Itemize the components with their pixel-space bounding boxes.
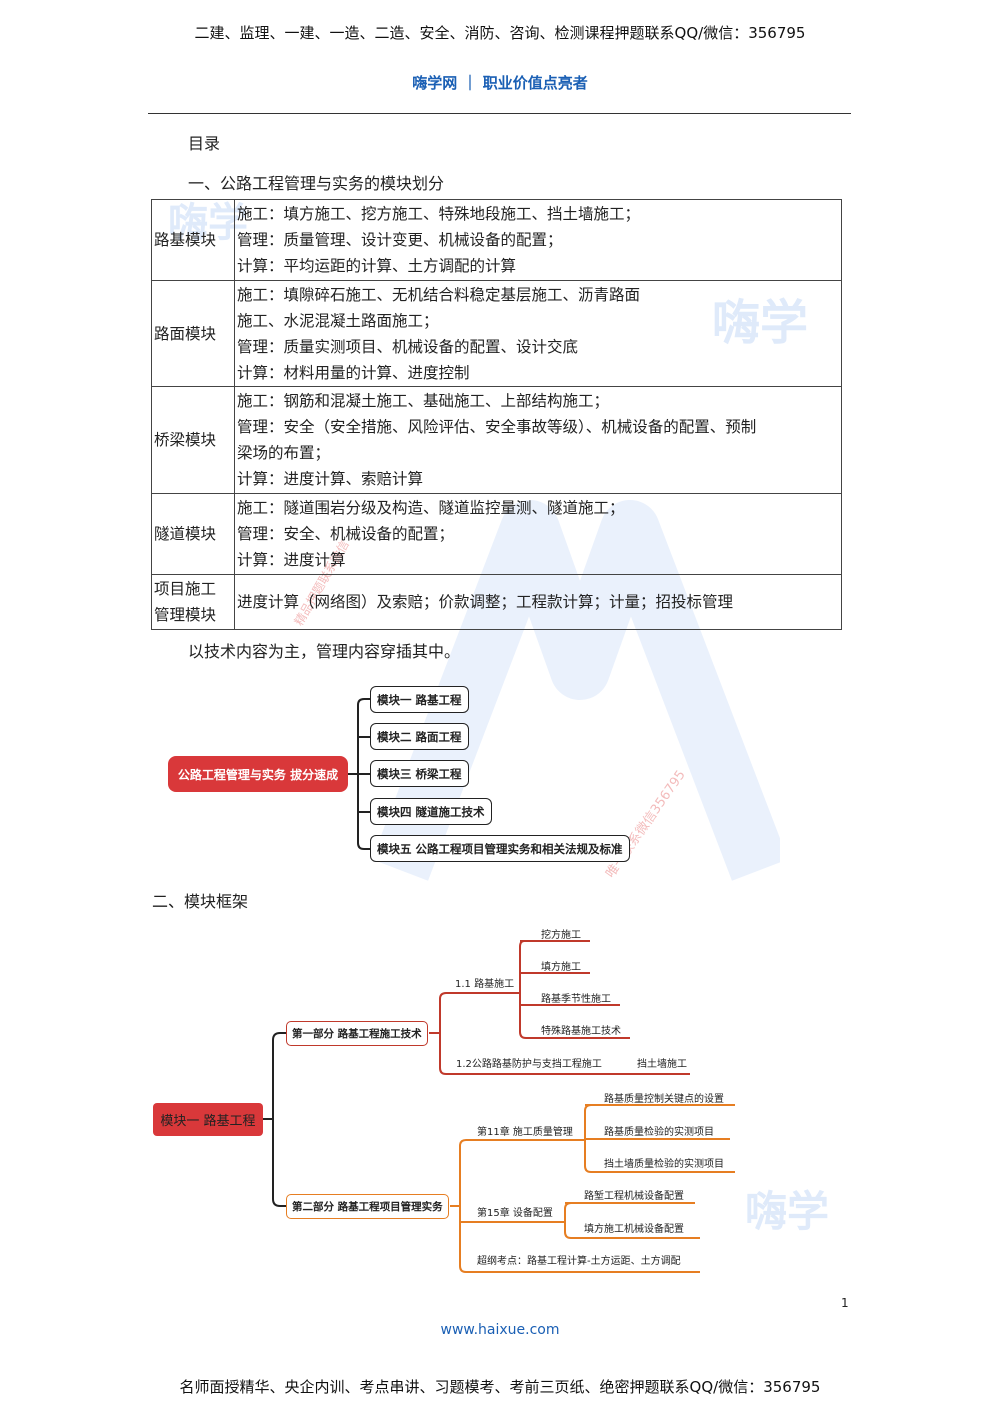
mindmap2-leaf: 填方施工 [541,962,581,973]
module-name-line: 管理模块 [154,606,217,624]
module-name: 路面模块 [151,280,235,387]
content-line: 施工：隧道围岩分级及构造、隧道监控量测、隧道施工； [237,499,625,517]
modules-table: 路基模块 施工：填方施工、挖方施工、特殊地段施工、挡土墙施工； 管理：质量管理、… [151,199,842,630]
section2-heading: 二、模块框架 [152,892,249,911]
section1-heading: 一、公路工程管理与实务的模块划分 [188,174,445,193]
mindmap2-leaf: 填方施工机械设备配置 [584,1224,684,1235]
module-content: 施工：填方施工、挖方施工、特殊地段施工、挡土墙施工； 管理：质量管理、设计变更、… [234,199,842,281]
module-name: 桥梁模块 [151,386,235,494]
module-name-line: 项目施工 [154,580,217,598]
mindmap2-part1: 第一部分 路基工程施工技术 [286,1021,428,1046]
content-line: 施工、水泥混凝土路面施工； [237,311,439,330]
content-line: 计算：进度计算、索赔计算 [237,470,424,488]
mindmap1-node: 模块一 路基工程 [370,686,469,713]
mindmap2-leaf: 特殊路基施工技术 [541,1026,621,1037]
mindmap2-leaf: 路基质量检验的实测项目 [604,1127,714,1138]
module-content: 施工：填隙碎石施工、无机结合料稳定基层施工、沥青路面 施工、水泥混凝土路面施工；… [234,280,842,387]
content-line: 施工：填隙碎石施工、无机结合料稳定基层施工、沥青路面 [237,285,641,304]
mindmap2-leaf: 挖方施工 [541,930,581,941]
module-content: 进度计算（网络图）及索赔；价款调整；工程款计算；计量；招投标管理 [234,574,842,630]
bottom-contact-banner: 名师面授精华、央企内训、考点串讲、习题模考、考前三页纸、绝密押题联系QQ/微信：… [179,1378,821,1396]
content-line: 计算：进度计算 [237,551,346,569]
mindmap2-connectors [263,940,735,1273]
module-content: 施工：钢筋和混凝土施工、基础施工、上部结构施工； 管理：安全（安全措施、风险评估… [234,386,842,494]
header-divider [148,113,851,114]
page-number: 1 [841,1296,849,1310]
table-row: 路基模块 施工：填方施工、挖方施工、特殊地段施工、挡土墙施工； 管理：质量管理、… [151,199,842,281]
mindmap2-leaf: 挡土墙质量检验的实测项目 [604,1159,724,1170]
mindmap2-leaf: 路堑工程机械设备配置 [584,1191,684,1202]
content-line: 管理：安全（安全措施、风险评估、安全事故等级）、机械设备的配置、预制 [237,418,757,436]
table-note: 以技术内容为主，管理内容穿插其中。 [188,642,461,661]
mindmap2-part2: 第二部分 路基工程项目管理实务 [286,1194,449,1219]
table-row: 隧道模块 施工：隧道围岩分级及构造、隧道监控量测、隧道施工； 管理：安全、机械设… [151,493,842,575]
mindmap1-connectors [348,698,370,850]
content-line: 计算：材料用量的计算、进度控制 [237,363,470,382]
mindmap2-leaf: 路基质量控制关键点的设置 [604,1094,724,1105]
mindmap1-node: 模块二 路面工程 [370,723,469,750]
watermark-logo-3: 嗨学 [745,1187,830,1236]
content-line: 计算：平均运距的计算、土方调配的计算 [237,257,517,275]
mindmap2-branch: 第15章 设备配置 [477,1208,553,1219]
watermark-logo-shape [380,500,780,881]
module-name: 隧道模块 [151,493,235,575]
mindmap2-leaf: 挡土墙施工 [637,1059,687,1070]
content-line: 管理：安全、机械设备的配置； [237,525,455,543]
module-content: 施工：隧道围岩分级及构造、隧道监控量测、隧道施工； 管理：安全、机械设备的配置；… [234,493,842,575]
content-line: 进度计算（网络图）及索赔；价款调整；工程款计算；计量；招投标管理 [237,593,734,611]
mindmap1-root: 公路工程管理与实务 拔分速成 [168,756,348,792]
content-line: 施工：钢筋和混凝土施工、基础施工、上部结构施工； [237,392,610,410]
content-line: 管理：质量管理、设计变更、机械设备的配置； [237,231,563,249]
mindmap1-node: 模块五 公路工程项目管理实务和相关法规及标准 [370,835,630,862]
mindmap2-root: 模块一 路基工程 [153,1103,263,1136]
mindmap2-branch: 第11章 施工质量管理 [477,1127,573,1138]
module-name: 项目施工 管理模块 [151,574,235,630]
mindmap2-branch: 1.2公路路基防护与支挡工程施工 [456,1059,602,1070]
toc-title: 目录 [188,134,221,153]
mindmap1-node: 模块四 隧道施工技术 [370,798,492,825]
mindmap1-node: 模块三 桥梁工程 [370,760,469,787]
content-line: 施工：填方施工、挖方施工、特殊地段施工、挡土墙施工； [237,205,641,223]
site-url-link[interactable]: www.haixue.com [440,1322,560,1338]
content-line: 管理：质量实测项目、机械设备的配置、设计交底 [237,337,579,356]
top-contact-banner: 二建、监理、一建、一造、二造、安全、消防、咨询、检测课程押题联系QQ/微信：35… [194,24,806,42]
table-row: 路面模块 施工：填隙碎石施工、无机结合料稳定基层施工、沥青路面 施工、水泥混凝土… [151,280,842,387]
mindmap2-leaf: 路基季节性施工 [541,994,611,1005]
mindmap2-branch: 超纲考点：路基工程计算-土方运距、土方调配 [477,1256,681,1267]
mindmap2-branch: 1.1 路基施工 [455,979,515,990]
table-row: 项目施工 管理模块 进度计算（网络图）及索赔；价款调整；工程款计算；计量；招投标… [151,574,842,630]
brand-header[interactable]: 嗨学网 ｜ 职业价值点亮者 [412,74,588,92]
content-line: 梁场的布置； [237,444,331,462]
table-row: 桥梁模块 施工：钢筋和混凝土施工、基础施工、上部结构施工； 管理：安全（安全措施… [151,386,842,494]
